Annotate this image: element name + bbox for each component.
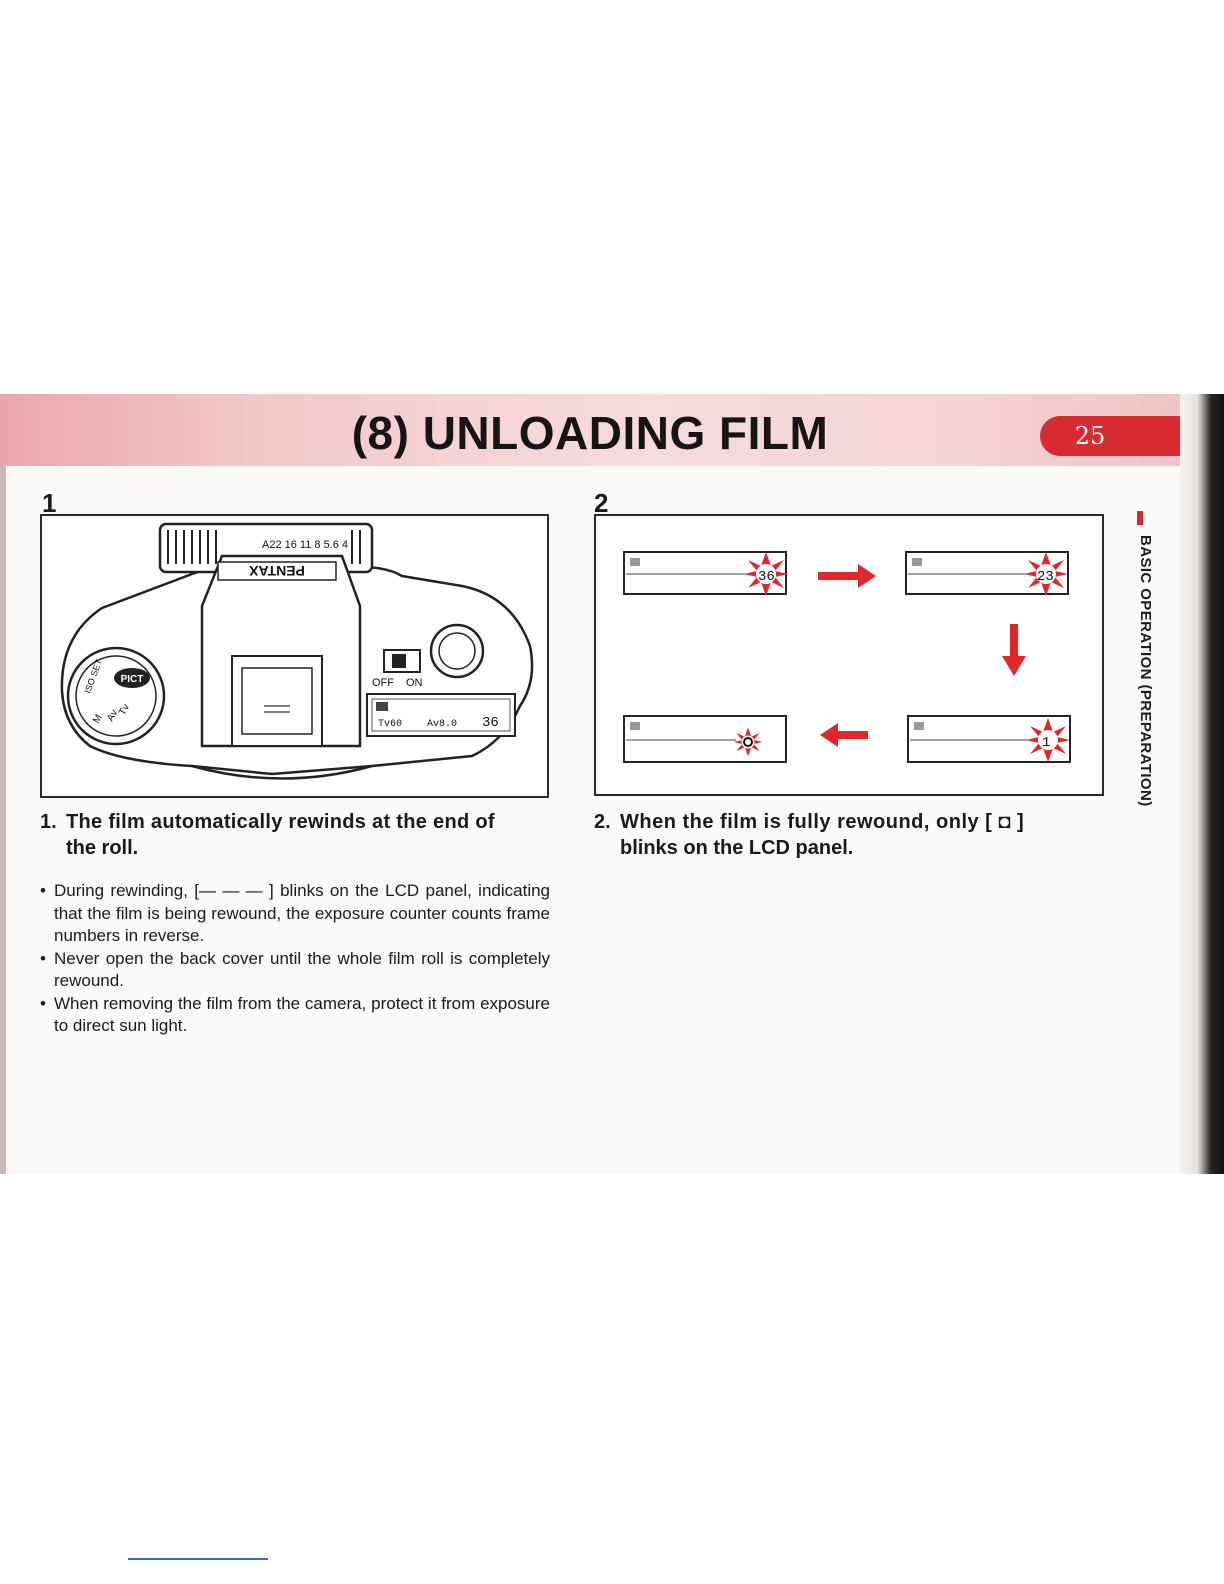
lcd-counter: 36 xyxy=(482,715,499,731)
step-2-caption-number: 2. xyxy=(594,811,611,833)
switch-on-label: ON xyxy=(406,677,423,689)
step-2-caption-line-2: blinks on the LCD panel. xyxy=(620,837,854,859)
step-1-caption: 1. The film automatically rewinds at the … xyxy=(40,809,550,861)
lcd-av-value: Av8.0 xyxy=(427,719,457,730)
page-number: 25 xyxy=(1074,422,1106,450)
step-1-notes: During rewinding, [— — — ] blinks on the… xyxy=(40,880,550,1038)
sidebar-accent-mark xyxy=(1137,511,1143,525)
step-1-caption-line-2: the roll. xyxy=(66,837,139,859)
lcd-counter-36: 36 xyxy=(758,569,775,585)
lcd-panel-empty xyxy=(623,715,787,763)
film-cartridge-icon xyxy=(743,737,753,747)
note-item: During rewinding, [— — — ] blinks on the… xyxy=(40,880,550,948)
step-2-caption-line-1: When the film is fully rewound, only [ ◘… xyxy=(620,811,1025,833)
camera-top-view-illustration: A22 16 11 8 5.6 4 PENTAX PICT ISO SET Tv… xyxy=(60,522,534,780)
brand-mark: PENTAX xyxy=(248,563,304,579)
lcd-counter-1: 1 xyxy=(1042,735,1050,751)
lcd-sequence-diagram: 36 23 1 xyxy=(623,551,1071,763)
step-1-caption-line-1: The film automatically rewinds at the en… xyxy=(66,811,495,833)
lcd-tv-value: Tv60 xyxy=(378,719,402,730)
lcd-sequence-frame: 36 23 1 xyxy=(594,514,1104,796)
step-1-number: 1 xyxy=(42,488,57,518)
section-side-label: BASIC OPERATION (PREPARATION) xyxy=(1137,535,1154,807)
arrow-right-icon xyxy=(818,564,876,588)
step-2-number: 2 xyxy=(594,488,609,518)
lcd-counter-23: 23 xyxy=(1037,569,1054,585)
dial-mark-tv: Tv xyxy=(117,702,132,717)
arrow-left-icon xyxy=(820,723,868,747)
switch-off-label: OFF xyxy=(372,677,394,689)
footer-rule xyxy=(128,1558,268,1560)
title-band: (8) UNLOADING FILM xyxy=(0,394,1180,466)
page-right-edge xyxy=(1180,394,1224,1174)
camera-illustration-frame: A22 16 11 8 5.6 4 PENTAX PICT ISO SET Tv… xyxy=(40,514,549,798)
dial-pict-label: PICT xyxy=(121,674,144,685)
page-number-tab: 25 xyxy=(1040,416,1180,456)
note-item: Never open the back cover until the whol… xyxy=(40,948,550,993)
page-title: (8) UNLOADING FILM xyxy=(351,407,829,459)
lcd-panel-23: 23 xyxy=(905,551,1069,596)
note-item: When removing the film from the camera, … xyxy=(40,993,550,1038)
arrow-down-icon xyxy=(1002,624,1026,676)
page-left-edge xyxy=(0,394,6,1174)
step-1-caption-number: 1. xyxy=(40,811,57,833)
lcd-panel-36: 36 xyxy=(623,551,788,596)
step-2-caption: 2. When the film is fully rewound, only [… xyxy=(594,809,1106,861)
aperture-scale: A22 16 11 8 5.6 4 xyxy=(262,539,348,551)
lcd-panel-1: 1 xyxy=(907,715,1071,763)
dial-mark-av: Av xyxy=(105,708,120,723)
